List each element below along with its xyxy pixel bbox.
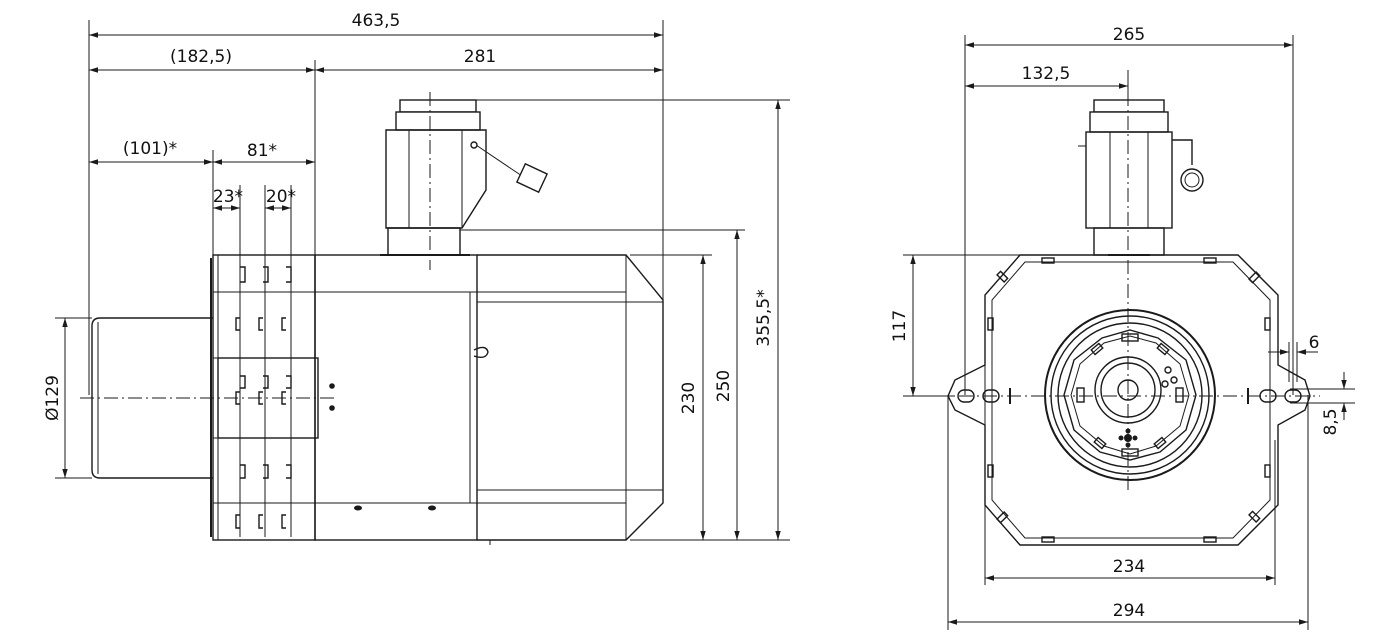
screw-icon [329,405,335,411]
border-tabs [987,257,1271,543]
dim-rear-offset: (101)* [123,139,177,159]
dim-front-section: 281 [464,47,496,67]
side-extension-lines [55,20,790,541]
front-fuel-inlet [1078,99,1204,256]
sensor-weight-icon [1180,168,1204,192]
bolt-icon [428,505,436,511]
front-center-lines [935,92,1320,490]
nozzle-assembly [1044,309,1216,481]
dim-rear-section: (182,5) [170,47,232,67]
electrode-icon [1164,366,1172,374]
nozzle-clips [1076,333,1184,457]
burner-housing [314,254,491,545]
side-dimension-lines [62,32,781,540]
dim-body-plus-collar: 250 [714,370,734,402]
mounting-slot-left [957,389,975,403]
dim-mount-height: 117 [890,310,910,342]
dim-half-width: 132,5 [1022,64,1071,84]
screw-icon [329,383,335,389]
dim-slot-a: 23* [213,187,243,207]
dim-module-width: 81* [247,141,277,161]
front-dimension-labels: 265 132,5 117 6 8,5 234 294 [890,25,1341,621]
dim-flange-width: 294 [1113,601,1145,621]
front-view: 265 132,5 117 6 8,5 234 294 [890,25,1355,630]
dim-slot-width: 6 [1309,333,1320,353]
fuel-inlet [380,99,549,256]
front-cover [477,254,664,541]
side-center-lines [80,92,431,399]
dim-tube-diameter: Ø129 [43,375,63,421]
bolt-icon [354,505,362,511]
dim-body-width: 234 [1113,557,1145,577]
front-extension-lines [903,35,1355,630]
sensor-weight-icon [515,162,549,194]
dim-body-height: 230 [679,382,699,414]
electrode-icon [1170,376,1178,384]
side-dimension-labels: 463,5 (182,5) 281 (101)* 81* 23* 20* Ø12… [43,11,774,421]
dim-slot-height: 8,5 [1321,408,1341,435]
dim-slot-b: 20* [266,187,296,207]
dim-overall-length: 463,5 [352,11,401,31]
front-dimension-lines [910,42,1347,625]
dim-total-height: 355,5* [754,289,774,346]
dim-top-width: 265 [1113,25,1145,45]
electrode-icon [1161,380,1169,388]
side-view: 463,5 (182,5) 281 (101)* 81* 23* 20* Ø12… [43,11,790,545]
